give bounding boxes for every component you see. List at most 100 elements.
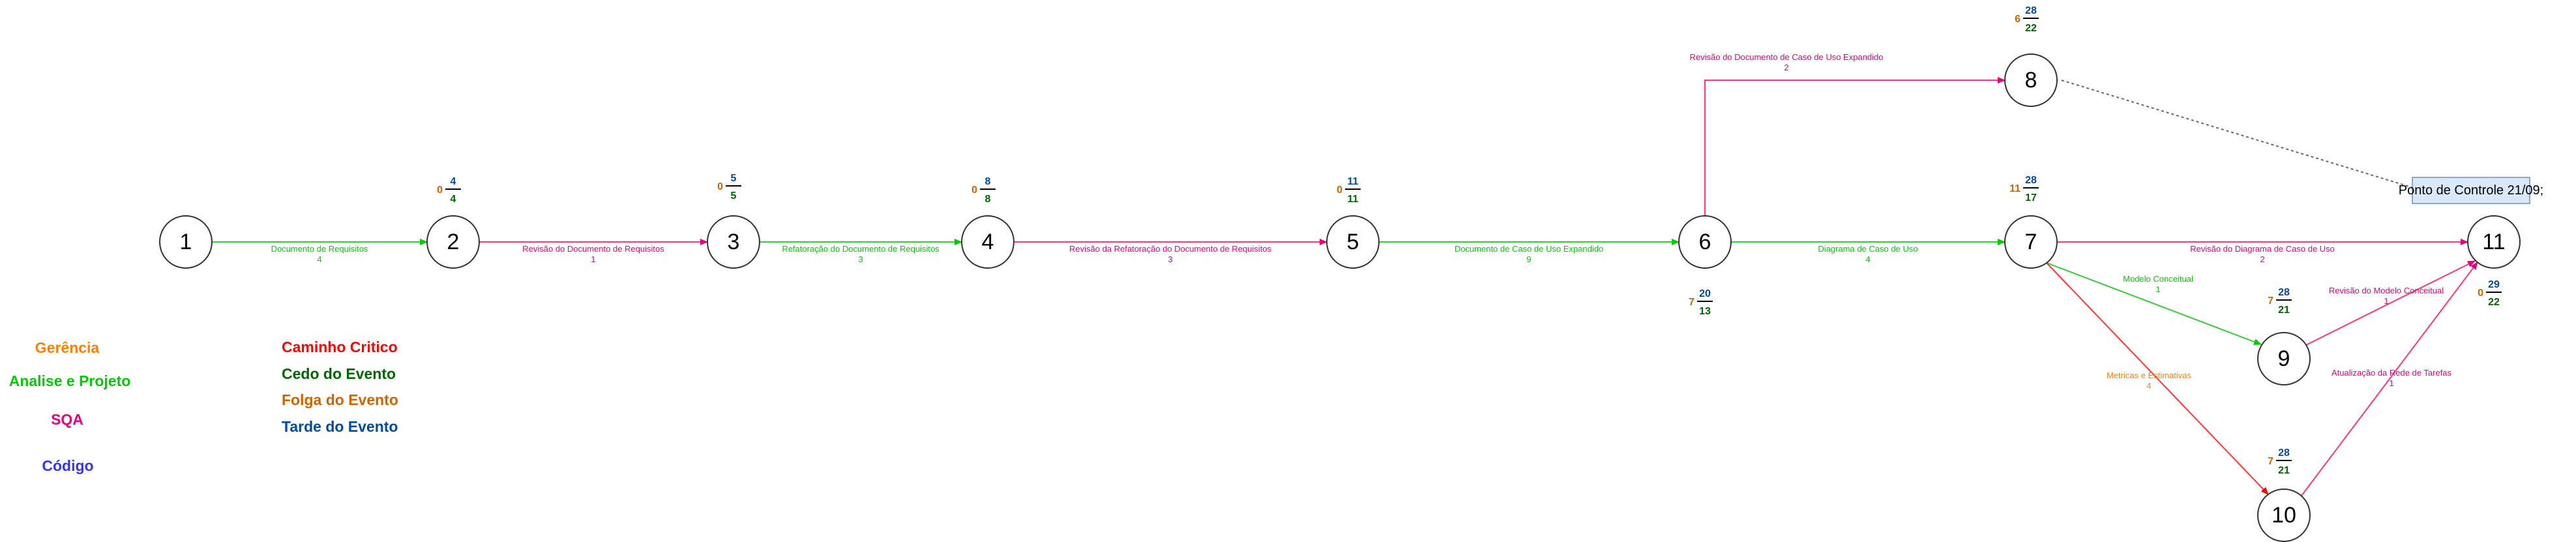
node-number: 1 bbox=[180, 230, 192, 254]
late-value: 4 bbox=[451, 176, 456, 187]
slack-value: 0 bbox=[971, 185, 977, 196]
late-value: 28 bbox=[2278, 447, 2290, 459]
legend-value-0: Caminho Critico bbox=[282, 339, 398, 355]
event-node-11: 11 bbox=[2467, 215, 2521, 269]
node-circle bbox=[1326, 215, 1380, 269]
node-circle bbox=[707, 215, 760, 269]
early-value: 22 bbox=[2488, 297, 2500, 308]
slack-value: 11 bbox=[2009, 183, 2021, 194]
activity-label: Revisão do Diagrama de Caso de Uso bbox=[2190, 244, 2335, 254]
event-values-3: 550 bbox=[717, 173, 741, 202]
activity-label: Atualização da Rede de Tarefas bbox=[2332, 368, 2452, 378]
slack-value: 0 bbox=[2478, 288, 2483, 299]
early-value: 13 bbox=[1699, 306, 1711, 317]
duration-label: 1 bbox=[2389, 378, 2393, 388]
edge-line bbox=[2046, 262, 2269, 495]
activity-label: Documento de Caso de Uso Expandido bbox=[1455, 244, 1603, 254]
node-circle bbox=[426, 215, 480, 269]
early-value: 21 bbox=[2278, 465, 2290, 476]
event-values-10: 28 21 7 bbox=[2268, 447, 2292, 476]
activity-label: Metricas e Estimativas bbox=[2107, 370, 2192, 380]
activity-label: Revisão do Documento de Caso de Uso Expa… bbox=[1689, 52, 1883, 62]
activity-label: Revisão do Modelo Conceitual bbox=[2329, 286, 2444, 295]
node-circle bbox=[2004, 53, 2058, 107]
duration-label: 4 bbox=[2146, 381, 2151, 391]
node-number: 4 bbox=[982, 230, 994, 254]
node-number: 10 bbox=[2272, 503, 2296, 528]
event-node-1: 1 bbox=[159, 215, 213, 269]
duration-label: 1 bbox=[2155, 284, 2160, 294]
edge-line bbox=[1704, 77, 2006, 216]
duration-label: 1 bbox=[2384, 296, 2388, 306]
event-values-6: 20 13 7 bbox=[1689, 288, 1713, 317]
activity-label: Documento de Requisitos bbox=[271, 244, 368, 254]
event-node-3: 3 bbox=[707, 215, 760, 269]
event-node-10: 10 bbox=[2257, 489, 2311, 542]
early-value: 21 bbox=[2278, 305, 2290, 316]
node-circle bbox=[1678, 215, 1732, 269]
activity-label: Revisão da Refatoração do Documento de R… bbox=[1069, 244, 1272, 254]
early-value: 5 bbox=[731, 190, 737, 202]
event-node-9: 9 bbox=[2257, 332, 2311, 385]
legend-value-1: Cedo do Evento bbox=[282, 365, 396, 382]
duration-label: 3 bbox=[858, 254, 863, 264]
late-value: 20 bbox=[1699, 288, 1711, 299]
node-number: 9 bbox=[2278, 346, 2290, 371]
duration-label: 1 bbox=[591, 254, 595, 264]
slack-value: 7 bbox=[1689, 297, 1695, 308]
duration-label: 2 bbox=[2260, 254, 2264, 264]
callout-box bbox=[2412, 177, 2530, 204]
event-node-6: 6 bbox=[1678, 215, 1732, 269]
node-number: 11 bbox=[2482, 230, 2505, 254]
node-circle bbox=[2467, 215, 2521, 269]
early-value: 17 bbox=[2025, 192, 2037, 203]
activity-label: Modelo Conceitual bbox=[2123, 274, 2193, 284]
legend-category-3: Código bbox=[42, 457, 93, 474]
duration-label: 4 bbox=[1865, 254, 1870, 264]
node-number: 6 bbox=[1699, 230, 1711, 254]
event-values-4: 880 bbox=[971, 176, 996, 205]
node-circle bbox=[2004, 215, 2058, 269]
event-node-7: 7 bbox=[2004, 215, 2058, 269]
late-value: 28 bbox=[2025, 175, 2037, 186]
edge-6-8: Revisão do Documento de Caso de Uso Expa… bbox=[1689, 52, 2006, 216]
node-circle bbox=[2257, 489, 2311, 542]
slack-value: 0 bbox=[717, 181, 723, 192]
node-number: 3 bbox=[728, 230, 740, 254]
event-node-2: 2 bbox=[426, 215, 480, 269]
event-node-4: 4 bbox=[961, 215, 1014, 269]
callout-layer: Ponto de Controle 21/09; bbox=[2061, 80, 2543, 204]
node-circle bbox=[2257, 332, 2311, 385]
slack-value: 0 bbox=[437, 185, 443, 196]
legend-value-2: Folga do Evento bbox=[282, 391, 398, 408]
slack-value: 6 bbox=[2015, 14, 2021, 25]
duration-label: 2 bbox=[1784, 63, 1788, 72]
slack-value: 7 bbox=[2268, 456, 2273, 467]
event-node-8: 8 bbox=[2004, 53, 2058, 107]
late-value: 28 bbox=[2025, 5, 2037, 16]
duration-label: 9 bbox=[1526, 254, 1531, 264]
early-value: 11 bbox=[1348, 194, 1359, 205]
node-number: 8 bbox=[2025, 68, 2037, 93]
slack-value: 7 bbox=[2268, 295, 2273, 307]
event-values-2: 4 40 bbox=[437, 176, 461, 205]
legend-category-0: Gerência bbox=[35, 339, 100, 356]
early-value: 4 bbox=[451, 194, 456, 205]
node-number: 2 bbox=[447, 230, 460, 254]
duration-label: 4 bbox=[317, 254, 321, 264]
late-value: 29 bbox=[2488, 279, 2500, 290]
late-value: 8 bbox=[985, 176, 991, 187]
